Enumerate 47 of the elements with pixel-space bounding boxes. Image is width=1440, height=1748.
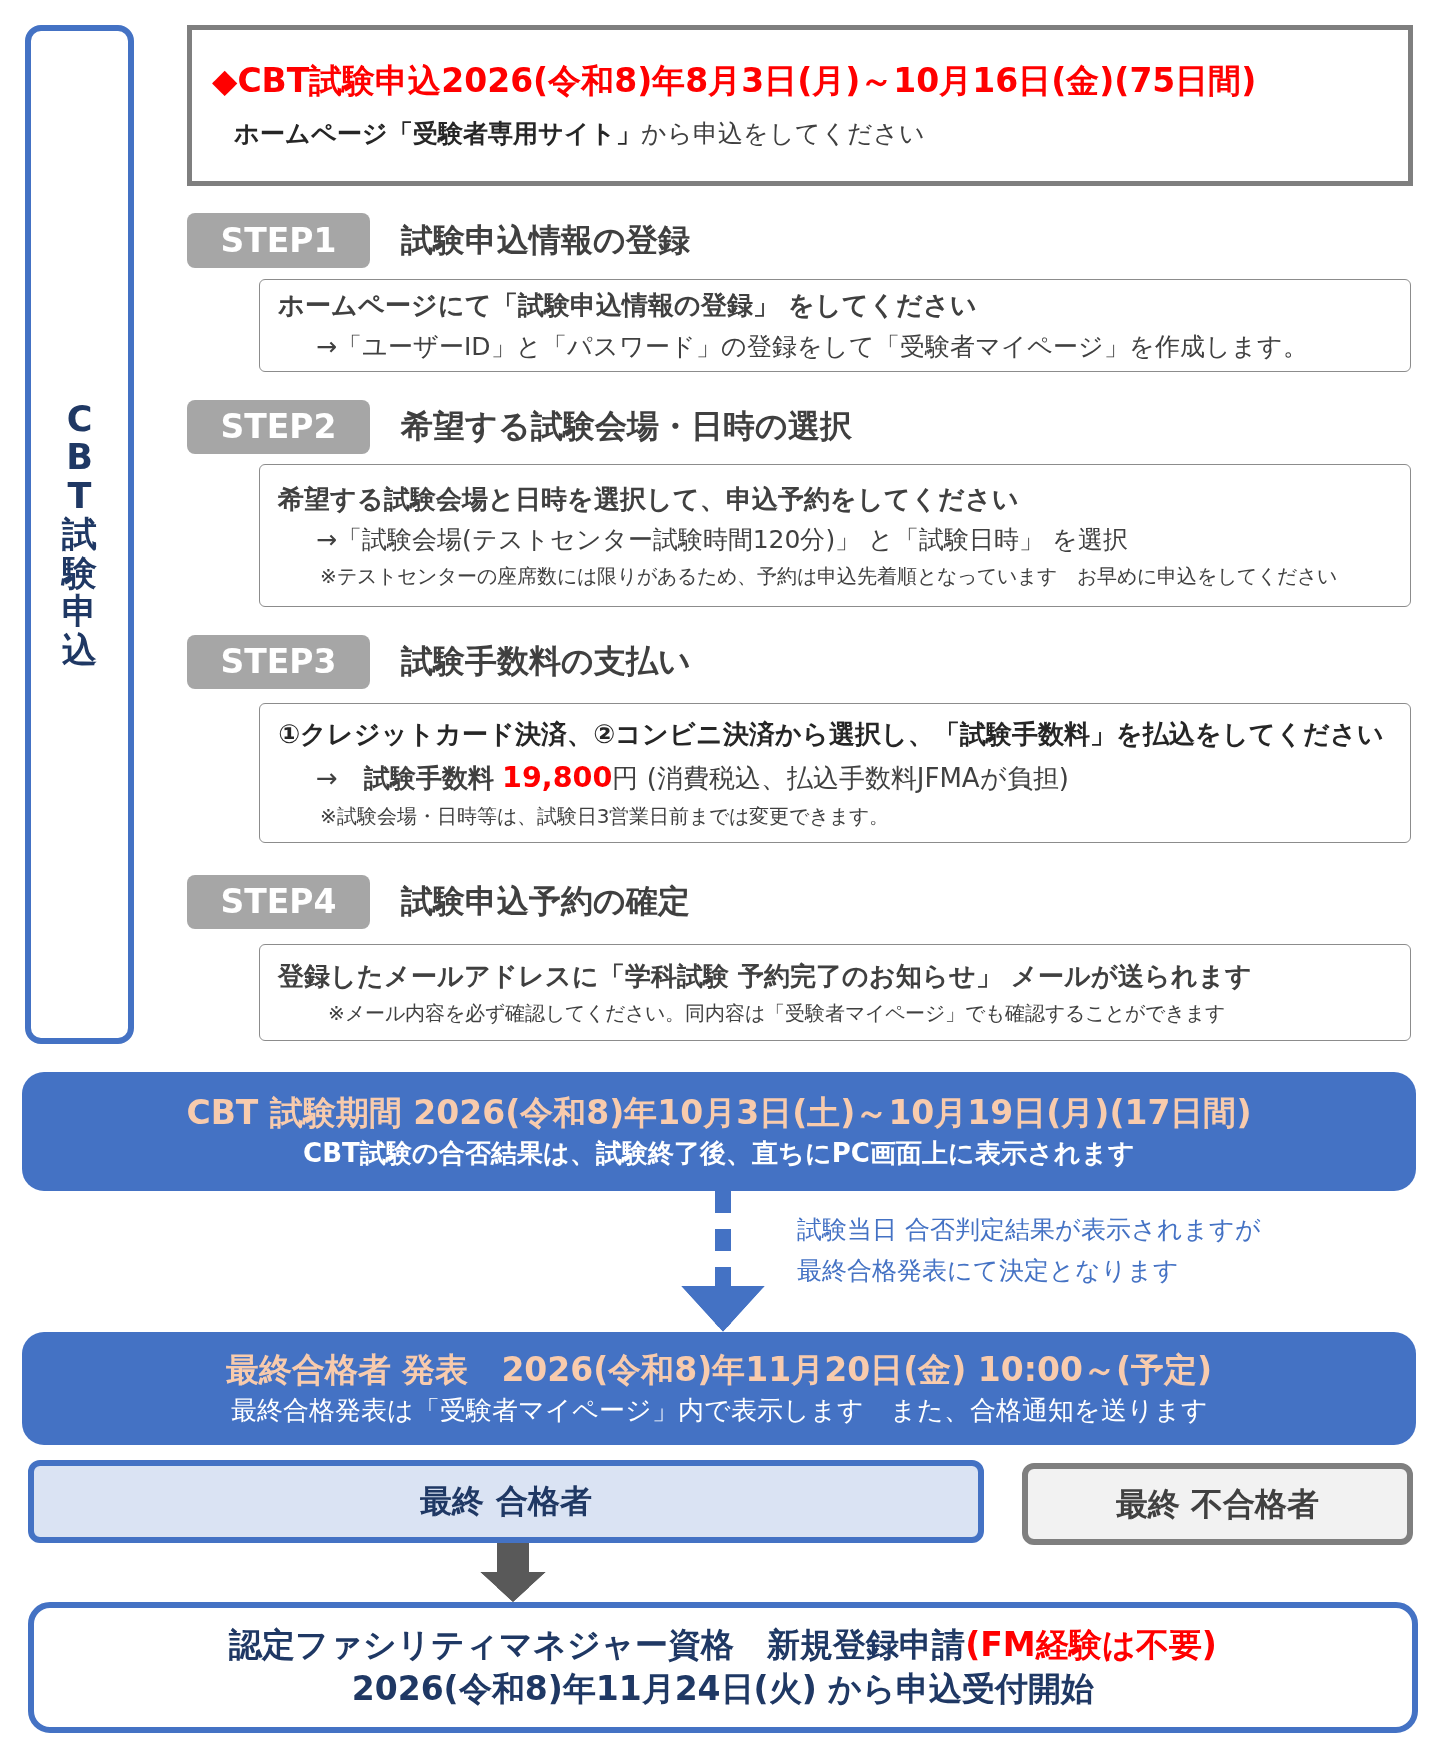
application-period: ◆CBT試験申込2026(令和8)年8月3日(月)～10月16日(金)(75日間) xyxy=(212,59,1257,102)
registration-panel xyxy=(28,1602,1418,1733)
instruction-text: 登録したメールアドレスに「学科試験 予約完了のお知らせ」 メールが送られます xyxy=(278,959,1253,993)
step-detail-panel xyxy=(259,464,1411,607)
instruction-text: ホームページ「受験者専用サイト」から申込をしてください xyxy=(234,118,925,151)
schedule-banner xyxy=(22,1332,1416,1445)
instruction-text: →「試験会場(テストセンター試験時間120分)」 と「試験日時」 を選択 xyxy=(316,524,1129,557)
step-badge xyxy=(187,635,370,689)
note-text: ※試験会場・日時等は、試験日3営業日前までは変更できます。 xyxy=(320,803,890,831)
dashed-arrow xyxy=(681,1191,765,1332)
requirement-note: (FM経験は不要) xyxy=(965,1625,1217,1665)
side-panel xyxy=(25,25,134,1044)
notice-panel xyxy=(187,25,1413,186)
instruction-text: ①クレジットカード決済、②コンビニ決済から選択し、「試験手数料」を払込をしてください xyxy=(278,717,1385,751)
start-date-text: 2026(令和8)年11月24日(火) から申込受付開始 xyxy=(351,1668,1095,1710)
status-label: 最終 合格者 xyxy=(420,1481,592,1523)
step-title: 希望する試験会場・日時の選択 xyxy=(401,406,852,448)
block-arrow xyxy=(480,1543,546,1602)
status-label: 最終 不合格者 xyxy=(1115,1483,1320,1525)
step-title: 試験申込情報の登録 xyxy=(401,219,690,261)
step-title: 試験申込予約の確定 xyxy=(401,881,690,923)
instruction-text: →「ユーザーID」と「パスワード」の登録をして「受験者マイページ」を作成します。 xyxy=(316,330,1308,363)
failed-panel xyxy=(1022,1463,1413,1545)
fee-text: → 試験手数料 19,800円 (消費税込、払込手数料JFMAが負担) xyxy=(316,759,1069,797)
vertical-heading: CBT試験申込 xyxy=(62,399,97,670)
exam-period-heading: CBT 試験期間 2026(令和8)年10月3日(土)～10月19日(月)(17日間) xyxy=(186,1092,1252,1135)
step-label: STEP2 xyxy=(220,407,337,447)
step-badge xyxy=(187,400,370,454)
announcement-note: 最終合格発表は「受験者マイページ」内で表示します また、合格通知を送ります xyxy=(230,1394,1208,1428)
step-detail-panel xyxy=(259,703,1411,843)
step-detail-panel xyxy=(259,279,1411,372)
note-text: ※テストセンターの座席数には限りがあるため、予約は申込先着順となっています お早めに申込をしてください xyxy=(320,563,1337,591)
announcement-heading: 最終合格者 発表 2026(令和8)年11月20日(金) 10:00～(予定) xyxy=(225,1349,1213,1392)
step-title: 試験手数料の支払い xyxy=(401,641,691,683)
step-badge xyxy=(187,875,370,929)
result-note: CBT試験の合否結果は、試験終了後、直ちにPC画面上に表示されます xyxy=(303,1137,1135,1171)
step-label: STEP1 xyxy=(220,220,337,261)
registration-heading: 認定ファシリティマネジャー資格 新規登録申請 xyxy=(229,1625,966,1665)
step-label: STEP3 xyxy=(220,642,337,682)
step-badge xyxy=(187,213,370,268)
note-text: ※メール内容を必ず確認してください。同内容は「受験者マイページ」でも確認することができます xyxy=(328,1000,1225,1028)
passed-panel xyxy=(28,1460,984,1543)
instruction-text: ホームページにて「試験申込情報の登録」 をしてください xyxy=(278,289,978,323)
step-label: STEP4 xyxy=(220,882,337,922)
schedule-banner xyxy=(22,1072,1416,1191)
step-detail-panel xyxy=(259,944,1411,1041)
instruction-text: 希望する試験会場と日時を選択して、申込予約をしてください xyxy=(278,482,1019,516)
